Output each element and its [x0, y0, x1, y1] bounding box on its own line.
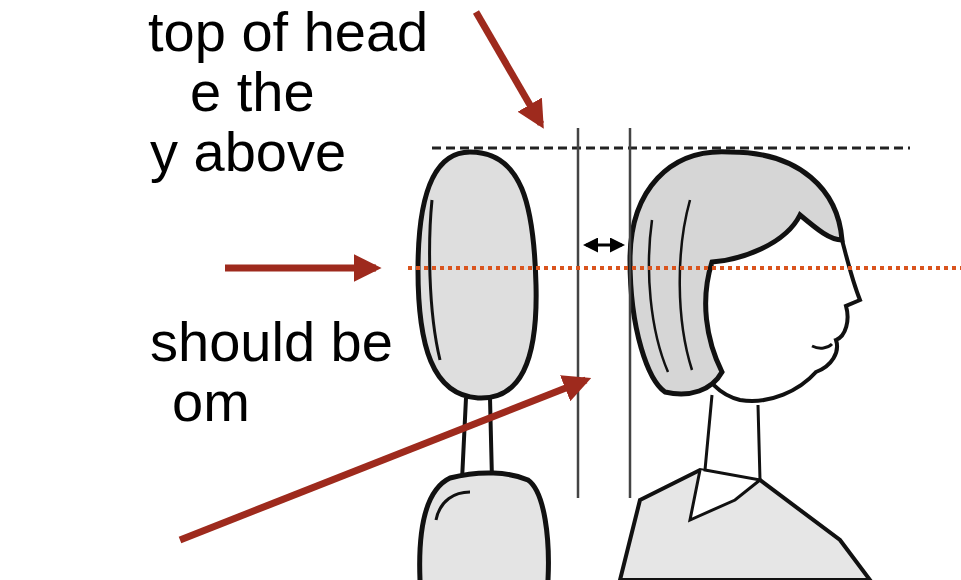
- note-text: y above: [150, 122, 346, 182]
- level-reference-line: [408, 266, 961, 270]
- note-text: top of head: [148, 2, 428, 62]
- note-text: om: [172, 372, 250, 432]
- top-reference-line: [432, 147, 910, 150]
- gap-line: [577, 128, 580, 498]
- note-text: e the: [190, 62, 315, 122]
- note-text: should be: [150, 312, 393, 372]
- callout-arrow: [476, 12, 541, 124]
- gap-arrow: [586, 244, 622, 247]
- person-head: [620, 152, 870, 580]
- head-restraint: [418, 152, 548, 580]
- gap-line: [629, 128, 632, 498]
- callout-arrow: [225, 265, 376, 272]
